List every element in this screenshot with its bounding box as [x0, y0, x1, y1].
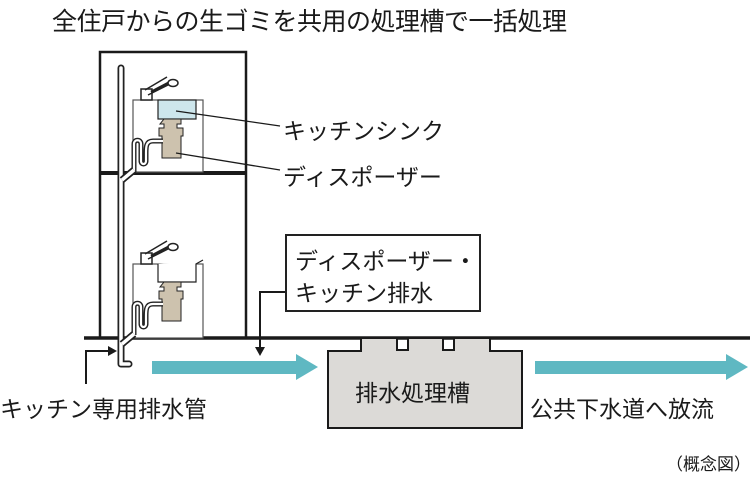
faucet-icon — [140, 76, 179, 101]
disposer-icon — [158, 118, 184, 159]
kitchen-sink-label: キッチンシンク — [283, 119, 444, 145]
sink-leader-line — [175, 110, 281, 127]
drainage-callout-box: ディスポーザー・ キッチン排水 — [285, 234, 481, 312]
disposer-leader-line — [175, 152, 281, 171]
sink-basin — [157, 259, 204, 283]
flow-arrow-to-tank — [152, 354, 318, 380]
upper-kitchen — [131, 76, 204, 173]
concept-note: （概念図） — [666, 455, 750, 475]
callout-line-1: ディスポーザー・ — [295, 249, 477, 275]
lower-kitchen — [131, 240, 204, 339]
public-sewer-label: 公共下水道へ放流 — [530, 397, 714, 423]
arrowhead-icon — [108, 346, 117, 356]
disposer-icon — [158, 281, 184, 322]
sink-basin — [157, 99, 197, 120]
treatment-tank — [327, 337, 523, 429]
pipe-label-pointer — [85, 350, 110, 384]
callout-pointer — [259, 291, 285, 348]
kitchen-drain-stack — [117, 64, 137, 368]
arrowhead-icon — [255, 347, 265, 356]
page-title: 全住戸からの生ゴミを共用の処理槽で一括処理 — [52, 7, 567, 36]
treatment-tank-label: 排水処理槽 — [355, 381, 470, 407]
faucet-icon — [140, 240, 179, 265]
kitchen-drain-pipe-label: キッチン専用排水管 — [0, 397, 207, 423]
disposer-label: ディスポーザー — [283, 165, 442, 191]
flow-arrow-to-sewer — [535, 354, 748, 380]
callout-line-2: キッチン排水 — [295, 281, 433, 307]
